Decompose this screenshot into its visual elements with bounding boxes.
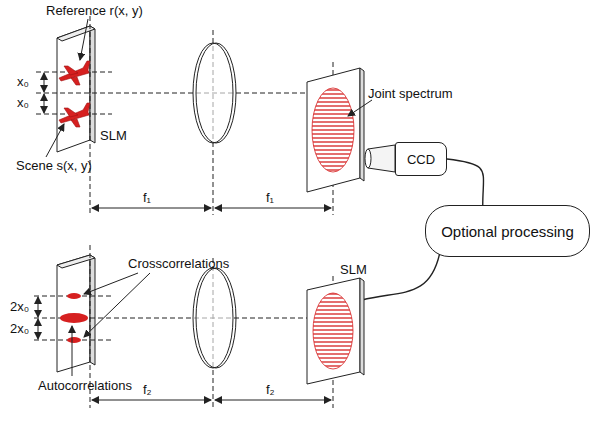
slm-label: SLM	[340, 262, 367, 277]
focal-length: f₁	[143, 190, 151, 205]
correlation-label: Crosscorrelations	[128, 256, 229, 271]
scene-label: Scene s(x, y)	[16, 158, 92, 173]
focal-length: f₂	[266, 382, 275, 397]
offset-label: 2x₀	[10, 321, 29, 336]
focal-length: f₁	[266, 190, 274, 205]
slm-label: SLM	[100, 128, 127, 143]
correlation-label: Autocorrelations	[38, 378, 132, 393]
cable	[447, 159, 484, 205]
node-text: CCD	[407, 152, 435, 167]
node-text: Optional processing	[441, 223, 574, 240]
offset-label: x₀	[17, 74, 29, 89]
offset-label: 2x₀	[10, 299, 29, 314]
reference-label: Reference r(x, y)	[46, 3, 143, 18]
process-box: Optional processing	[425, 205, 590, 257]
offset-label: x₀	[17, 95, 29, 110]
spectrum-label: Joint spectrum	[368, 86, 453, 101]
camera-body: CCD	[395, 142, 447, 176]
focal-length: f₂	[143, 382, 152, 397]
